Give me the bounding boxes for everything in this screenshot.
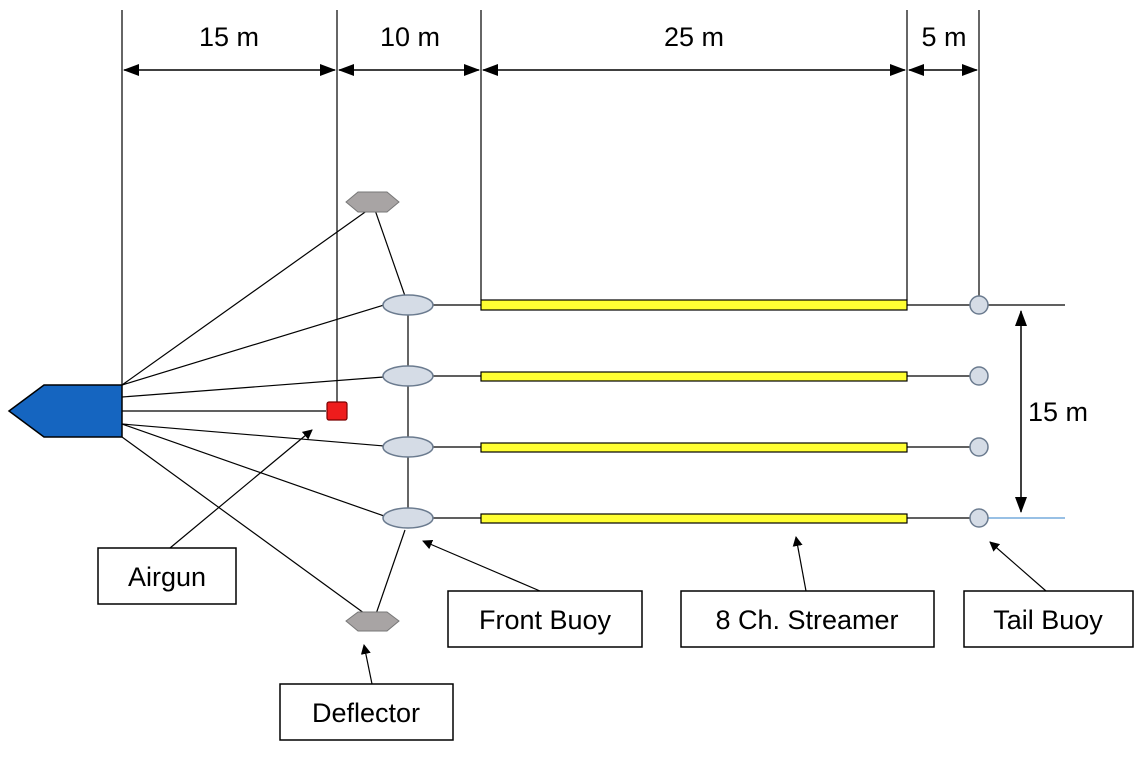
front-buoy-2 [382, 365, 434, 387]
dimension-label-seg3: 25 m [664, 22, 724, 52]
dimension-label-seg1: 15 m [199, 22, 259, 52]
deflector-callout-arrow [360, 644, 373, 685]
dimension-label-seg2: 10 m [380, 22, 440, 52]
tail-buoy-4 [969, 508, 989, 528]
deflector-upper [345, 191, 400, 213]
streamer-callout-arrow [792, 536, 807, 592]
vessel [7, 384, 123, 438]
tail-buoys [969, 295, 989, 528]
streamer-2 [480, 371, 908, 382]
front-buoy-label: Front Buoy [479, 605, 612, 635]
tow-cable-front-buoy-2 [121, 376, 385, 398]
streamer-4 [480, 513, 908, 524]
tow-cable-front-buoy-1 [121, 304, 385, 386]
callout-tail-buoy: Tail Buoy [963, 590, 1134, 648]
tail-buoy-3 [969, 437, 989, 457]
callout-box-tail-buoy [963, 590, 1134, 648]
tail-buoy-label: Tail Buoy [993, 605, 1103, 635]
tail-buoy-2 [969, 366, 989, 386]
callout-deflector: Deflector [279, 683, 454, 741]
dimension-label-seg4: 5 m [921, 22, 966, 52]
callout-box-deflector [279, 683, 454, 741]
callout-box-front-buoy [447, 590, 643, 648]
front-buoy-4 [382, 507, 434, 529]
tow-cable-front-buoy-4 [121, 423, 385, 517]
front-buoys [382, 294, 434, 529]
callout-airgun: Airgun [97, 547, 237, 605]
streamers [480, 299, 908, 524]
deflector-link-upper [374, 209, 406, 297]
callout-streamer: 8 Ch. Streamer [680, 590, 935, 648]
streamer-lines [433, 304, 1065, 519]
dimension-arrows [123, 64, 1027, 513]
airgun-label: Airgun [128, 562, 206, 592]
front-buoy-3 [382, 436, 434, 458]
streamer-3 [480, 442, 908, 453]
front-buoy-callout-arrow [422, 539, 541, 592]
streamer-label: 8 Ch. Streamer [715, 605, 898, 635]
airgun-callout-arrow [169, 429, 313, 549]
tow-cables [121, 209, 409, 617]
callout-front-buoy: Front Buoy [447, 590, 643, 648]
deflector-label: Deflector [312, 698, 420, 728]
tail-buoy-callout-arrow [989, 541, 1047, 592]
tow-cable-upper-deflector [121, 209, 369, 386]
deflector-link-lower [375, 529, 406, 615]
tow-cable-front-buoy-3 [121, 423, 385, 447]
tail-buoy-1 [969, 295, 989, 315]
deflector-lower [345, 611, 400, 632]
callout-box-streamer [680, 590, 935, 648]
dimension-extension-lines [121, 10, 980, 402]
front-buoy-1 [382, 294, 434, 316]
callout-arrows [169, 429, 1047, 685]
streamer-1 [480, 299, 908, 311]
callout-box-airgun [97, 547, 237, 605]
dimension-label-spread: 15 m [1028, 397, 1088, 427]
airgun-source [326, 401, 348, 421]
tow-cable-lower-deflector [121, 436, 369, 617]
